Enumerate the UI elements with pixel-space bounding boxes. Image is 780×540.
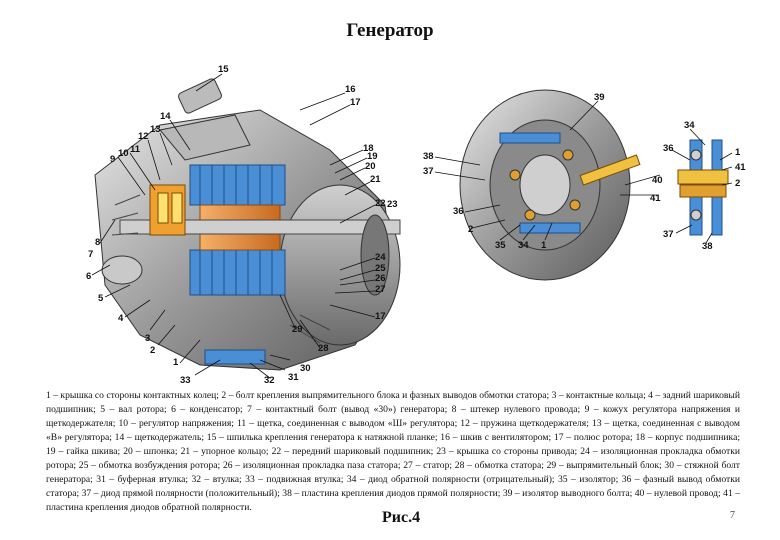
callout-18: 18	[363, 143, 374, 154]
callout-11: 11	[130, 144, 141, 155]
generator-illustration: 15 16 17 18 19 20 21 22 24 25 26 27 17 2…	[0, 55, 780, 385]
leader-lines-main	[91, 73, 376, 379]
callout-38-rear: 38	[423, 151, 434, 162]
callout-24: 24	[375, 252, 386, 263]
figure-label: Рис.4	[382, 509, 421, 526]
callout-25: 25	[375, 263, 386, 274]
callout-21: 21	[370, 174, 381, 185]
callout-1-rear: 1	[541, 240, 547, 251]
callout-4: 4	[118, 313, 124, 324]
callout-5: 5	[98, 293, 104, 304]
callout-2-side: 2	[735, 178, 740, 189]
callout-34-side: 34	[684, 120, 695, 131]
callout-14: 14	[160, 111, 171, 122]
callout-2-rear: 2	[468, 224, 473, 235]
callout-38-side: 38	[702, 241, 713, 252]
callout-41-side: 41	[735, 162, 746, 173]
callout-31: 31	[288, 372, 299, 383]
callout-34-rear: 34	[518, 240, 529, 251]
callout-27: 27	[375, 284, 386, 295]
callout-2: 2	[150, 345, 155, 356]
callout-23: 23	[387, 199, 398, 210]
callout-3: 3	[145, 333, 150, 344]
callout-8: 8	[95, 237, 100, 248]
callout-37-side: 37	[663, 229, 674, 240]
callout-41-rear: 41	[650, 193, 661, 204]
diode-section-view	[677, 139, 729, 236]
callout-15: 15	[218, 64, 229, 75]
callout-19: 19	[367, 151, 378, 162]
callout-36-rear: 36	[453, 206, 464, 217]
callout-12: 12	[138, 131, 149, 142]
callout-1: 1	[173, 357, 179, 368]
rear-cover-view	[459, 89, 641, 281]
callout-17: 17	[350, 97, 361, 108]
callout-26: 26	[375, 273, 386, 284]
callout-37-rear: 37	[423, 166, 434, 177]
main-generator-cutaway	[94, 78, 401, 371]
callout-29: 29	[292, 324, 303, 335]
callout-7: 7	[88, 249, 93, 260]
callout-22: 22	[375, 198, 386, 209]
callout-28: 28	[318, 343, 329, 354]
callout-36-side: 36	[663, 143, 674, 154]
callout-35: 35	[495, 240, 506, 251]
callout-20: 20	[365, 161, 376, 172]
page-title: Генератор	[346, 20, 434, 41]
callout-6: 6	[86, 271, 91, 282]
callout-9: 9	[110, 154, 115, 165]
figure-caption: 1 – крышка со стороны контактных колец; …	[46, 390, 740, 513]
callout-30: 30	[300, 363, 311, 374]
callout-32: 32	[264, 375, 275, 385]
page-number: 7	[730, 510, 735, 521]
callout-10: 10	[118, 148, 129, 159]
callout-13: 13	[150, 124, 161, 135]
callout-33: 33	[180, 375, 191, 385]
callout-39: 39	[594, 92, 605, 103]
callout-1-side: 1	[735, 147, 741, 158]
callout-16: 16	[345, 84, 356, 95]
callout-40: 40	[652, 175, 663, 186]
callout-17-lower: 17	[375, 311, 386, 322]
